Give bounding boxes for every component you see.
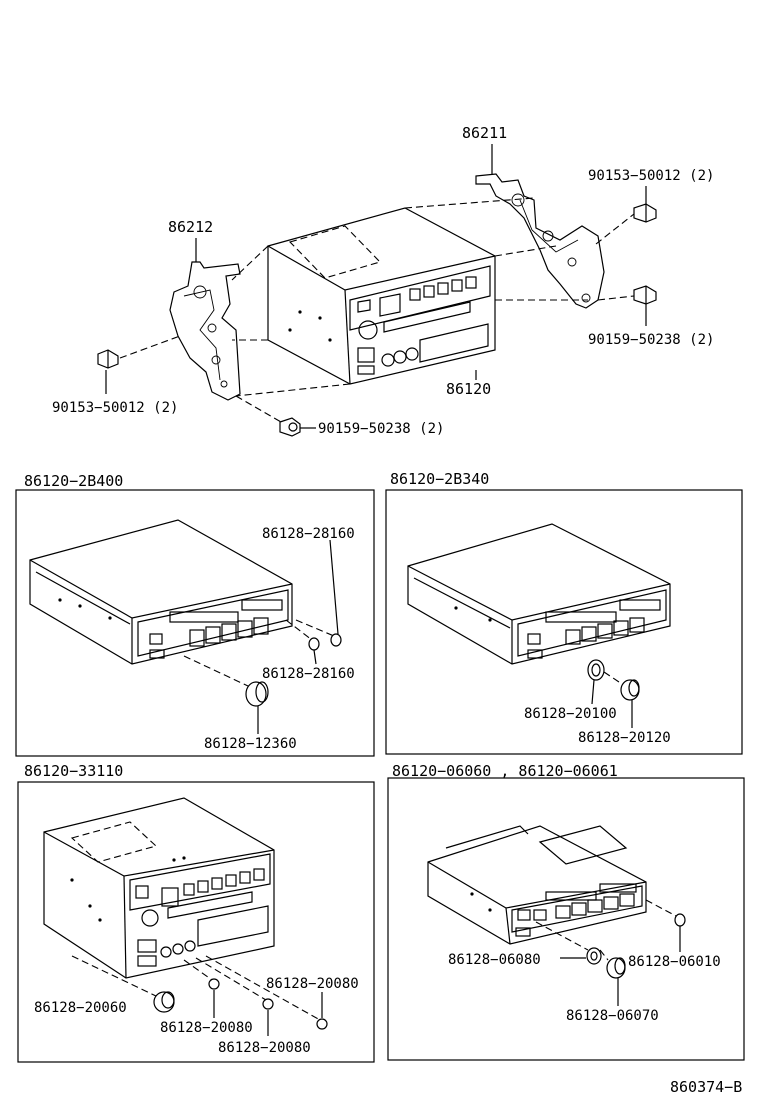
part-label: 86128−20120 (578, 730, 671, 746)
part-label: 86128−06070 (566, 1008, 659, 1024)
label-86120: 86120 (446, 380, 491, 398)
figure-code: 860374−B (670, 1078, 742, 1096)
bolt-90159-right (633, 285, 657, 305)
part-label: 86128−28160 (262, 666, 355, 682)
part-label: 86128−20060 (34, 1000, 127, 1016)
panel-title: 86120−33110 (24, 762, 123, 780)
panel-2b400: 86120−2B400 86128−28160 86128−28160 (15, 472, 375, 757)
part-label: 86128−12360 (204, 736, 297, 752)
part-label: 86128−20080 (266, 976, 359, 992)
part-label: 86128−20100 (524, 706, 617, 722)
label-bolt-b-left: 90159−50238 (2) (318, 421, 444, 437)
label-bolt-a-right: 90153−50012 (2) (588, 168, 714, 184)
part-label: 86128−20080 (218, 1040, 311, 1056)
bracket-86212 (169, 238, 241, 401)
panel-title: 86120−2B340 (390, 470, 489, 488)
panel-06060: 86120−06060 , 86120−06061 86128 (387, 762, 745, 1061)
panel-title: 86120−2B400 (24, 472, 123, 490)
bolt-90159-left (279, 417, 316, 437)
part-label: 86128−06010 (628, 954, 721, 970)
top-assembly: 86211 90153−50012 (2) 86212 90159−50238 … (52, 124, 714, 437)
label-bolt-b-right: 90159−50238 (2) (588, 332, 714, 348)
part-label: 86128−28160 (262, 526, 355, 542)
panel-title: 86120−06060 , 86120−06061 (392, 762, 618, 780)
label-86212: 86212 (168, 218, 213, 236)
part-label: 86128−06080 (448, 952, 541, 968)
label-bolt-a-left: 90153−50012 (2) (52, 400, 178, 416)
part-label: 86128−20080 (160, 1020, 253, 1036)
panel-2b340: 86120−2B340 86128−20100 86128−20120 (385, 470, 743, 755)
label-86211: 86211 (462, 124, 507, 142)
bolt-90153-right (633, 203, 657, 223)
bolt-90153-left (97, 349, 119, 394)
radio-unit-86120 (267, 207, 496, 385)
panel-33110: 86120−33110 (17, 762, 375, 1063)
